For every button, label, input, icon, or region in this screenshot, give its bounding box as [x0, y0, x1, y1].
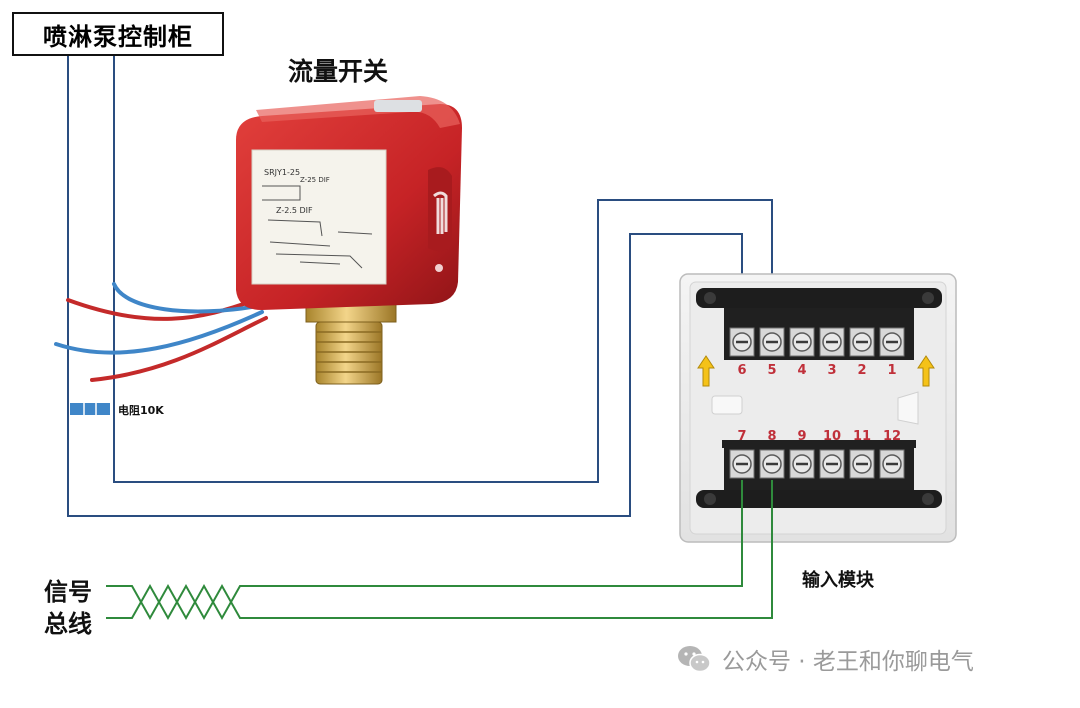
- resistor-label: 电阻10K: [118, 404, 164, 417]
- terminal-labels-top: 6 5 4 3 2 1: [737, 363, 896, 378]
- terminal-block-top: [729, 327, 905, 357]
- cabinet-wire-left: [67, 56, 743, 517]
- terminal-label-7: 7: [737, 429, 746, 444]
- watermark-text: 公众号 · 老王和你聊电气: [722, 649, 974, 675]
- terminal-labels-bottom: 7 8 9 10 11 12: [737, 429, 901, 444]
- terminal-label-2: 2: [857, 363, 866, 378]
- terminal-label-5: 5: [767, 363, 776, 378]
- terminal-label-10: 10: [823, 429, 841, 444]
- terminal-label-6: 6: [737, 363, 746, 378]
- terminal-label-9: 9: [797, 429, 806, 444]
- terminal-screw-4: [789, 327, 815, 357]
- terminal-screw-9: [789, 449, 815, 479]
- terminal-label-4: 4: [797, 363, 806, 378]
- cabinet-label: 喷淋泵控制柜: [43, 22, 193, 51]
- watermark: 公众号 · 老王和你聊电气: [676, 642, 974, 676]
- terminal-screw-1: [879, 327, 905, 357]
- terminal-screw-10: [819, 449, 845, 479]
- flow-switch: [236, 96, 462, 385]
- resistor: [70, 403, 110, 415]
- device-plate-model: SRJY1-25: [264, 168, 301, 177]
- cabinet-label-box: 喷淋泵控制柜: [12, 12, 224, 56]
- terminal-screw-2: [849, 327, 875, 357]
- flow-switch-leads: [54, 282, 268, 382]
- terminal-screw-7: [729, 449, 755, 479]
- terminal-screw-5: [759, 327, 785, 357]
- terminal-screw-8: [759, 449, 785, 479]
- signal-bus-wires: [106, 480, 773, 621]
- terminal-screw-3: [819, 327, 845, 357]
- arrow-right: [917, 355, 935, 387]
- terminal-label-8: 8: [767, 429, 776, 444]
- terminal-screw-11: [849, 449, 875, 479]
- terminal-label-11: 11: [853, 429, 871, 444]
- wechat-icon: [678, 646, 711, 673]
- terminal-screw-12: [879, 449, 905, 479]
- input-module: 6 5 4 3 2 1 7 8 9 10 11 12: [679, 273, 957, 543]
- terminal-label-1: 1: [887, 363, 896, 378]
- device-plate-line2: Z-25 DIF: [300, 176, 330, 184]
- signal-bus-label-line2: 总线: [44, 610, 92, 638]
- terminal-block-bottom: [729, 449, 905, 479]
- terminal-label-12: 12: [883, 429, 901, 444]
- flow-switch-title: 流量开关: [288, 57, 389, 86]
- arrow-left: [697, 355, 715, 387]
- device-plate-line3: Z-2.5 DIF: [276, 206, 313, 215]
- input-module-label: 输入模块: [802, 570, 874, 591]
- signal-bus-label-line1: 信号: [44, 578, 92, 606]
- cabinet-wire-right: [113, 56, 773, 483]
- terminal-screw-6: [729, 327, 755, 357]
- terminal-label-3: 3: [827, 363, 836, 378]
